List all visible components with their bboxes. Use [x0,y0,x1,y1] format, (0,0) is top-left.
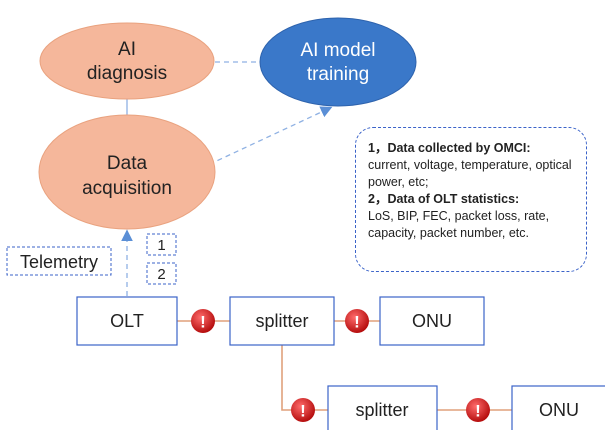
svg-text:!: ! [200,313,206,332]
data-acquisition-line-1: Data [107,153,148,174]
splitter-box-1: splitter [229,296,335,346]
omci-data-body: current, voltage, temperature, optical p… [368,158,572,189]
onu-box-2: ONU [511,385,605,430]
svg-text:2: 2 [157,266,165,283]
onu-1-label: ONU [412,311,452,331]
data-acquisition-node: Data acquisition [38,114,216,230]
splitter-2-label: splitter [355,400,408,420]
ai-diagnosis-line-1: AI [118,39,136,60]
olt-statistics-title: 2，Data of OLT statistics: [368,192,520,206]
acquisition-to-training-arrow [192,106,333,173]
svg-text:!: ! [300,402,306,421]
splitter-box-2: splitter [327,385,438,430]
alarm-icon: ! [345,309,369,333]
alarm-icon: ! [466,398,490,422]
telemetry-marker-1: 1 [146,233,177,256]
telemetry-label-box: Telemetry [6,246,112,276]
alarm-icon: ! [291,398,315,422]
telemetry-label: Telemetry [20,252,98,272]
ai-diagnosis-line-2: diagnosis [87,63,167,84]
omci-data-title: 1，Data collected by OMCI: [368,141,531,155]
data-sources-note: 1，Data collected by OMCI: current, volta… [355,127,587,272]
svg-text:!: ! [354,313,360,332]
ai-model-training-node: AI model training [259,17,417,107]
onu-2-label: ONU [539,400,579,420]
ai-training-line-2: training [307,64,369,85]
onu-box-1: ONU [379,296,485,346]
olt-label: OLT [110,311,144,331]
splitter-1-label: splitter [255,311,308,331]
svg-text:1: 1 [157,237,165,254]
olt-statistics-body: LoS, BIP, FEC, packet loss, rate, capaci… [368,209,550,240]
svg-text:!: ! [475,402,481,421]
data-acquisition-line-2: acquisition [82,178,172,199]
olt-box: OLT [76,296,178,346]
ai-training-line-1: AI model [301,40,376,61]
ai-diagnosis-node: AI diagnosis [39,22,215,100]
alarm-icon: ! [191,309,215,333]
telemetry-marker-2: 2 [146,262,177,285]
